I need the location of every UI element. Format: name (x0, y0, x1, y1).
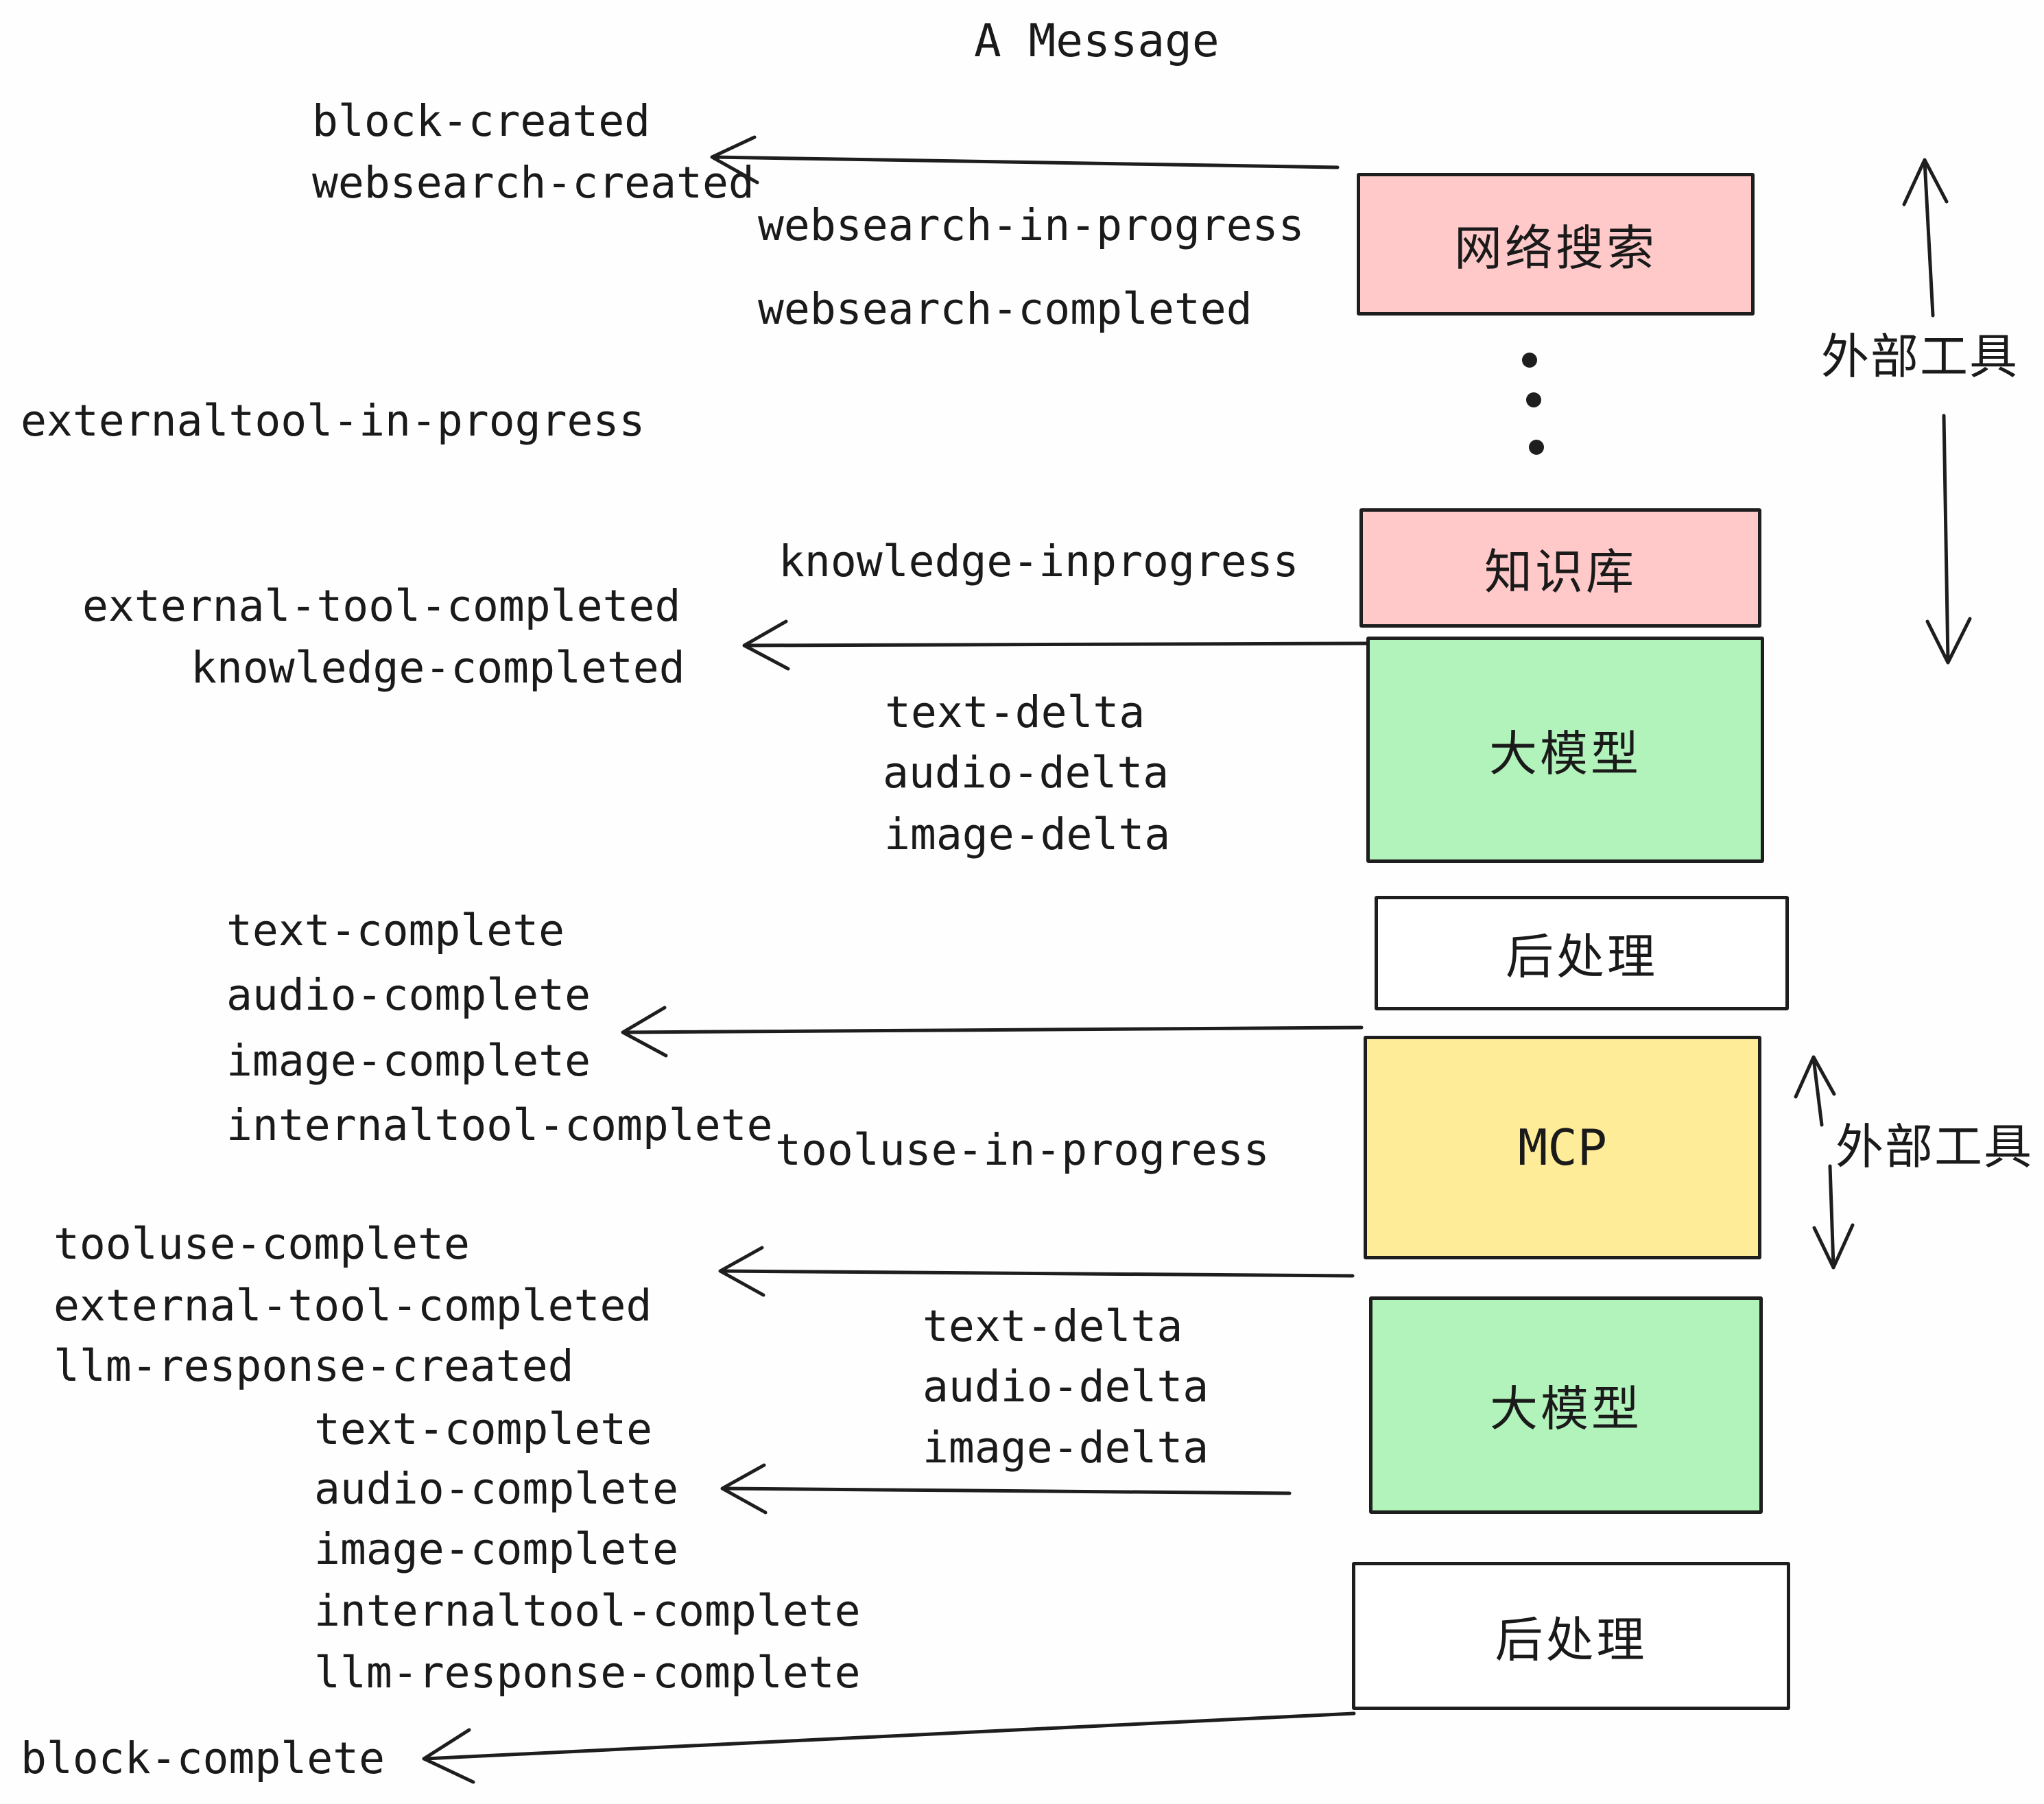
event-label-websearch-completed: websearch-completed (758, 284, 1252, 334)
event-label-internaltool-complete-2: internaltool-complete (314, 1586, 861, 1636)
event-label-tooluse-complete: tooluse-complete (54, 1219, 470, 1269)
event-label-text-delta-2: text-delta (923, 1301, 1183, 1351)
box-postprocess-1: 后处理 (1375, 896, 1789, 1010)
box-llm-2: 大模型 (1369, 1296, 1763, 1514)
event-label-external-tool-completed-2: external-tool-completed (54, 1281, 652, 1331)
box-mcp-label: MCP (1517, 1119, 1608, 1176)
event-label-image-delta-2: image-delta (923, 1423, 1209, 1473)
box-knowledge-label: 知识库 (1484, 545, 1637, 599)
event-label-websearch-created: websearch-created (312, 158, 754, 208)
box-llm-1: 大模型 (1366, 637, 1764, 863)
event-label-externaltool-in-progress: externaltool-in-progress (21, 396, 645, 446)
box-knowledge: 知识库 (1359, 508, 1761, 628)
event-label-block-complete: block-complete (21, 1733, 385, 1783)
event-label-llm-response-created: llm-response-created (54, 1341, 574, 1391)
event-label-text-complete-2: text-complete (314, 1404, 653, 1454)
event-label-block-created: block-created (312, 96, 651, 146)
arrow-external-tools-top-down (1925, 414, 1972, 665)
ellipsis-dots (1522, 353, 1544, 455)
event-label-external-tool-completed-1: external-tool-completed (82, 581, 681, 631)
event-label-audio-complete-1: audio-complete (226, 970, 591, 1020)
event-label-knowledge-inprogress: knowledge-inprogress (779, 536, 1299, 586)
box-llm-1-label: 大模型 (1489, 726, 1641, 781)
arrow-external-tools-mid-down (1812, 1164, 1855, 1270)
event-label-audio-delta-2: audio-delta (923, 1362, 1209, 1412)
arrow-to-tooluse-complete (718, 1246, 1355, 1297)
arrow-to-block-complete (422, 1711, 1356, 1784)
side-label-external-tools-mid: 外部工具 (1835, 1120, 2033, 1174)
event-label-websearch-in-progress: websearch-in-progress (758, 200, 1305, 250)
box-postprocess-2-label: 后处理 (1495, 1613, 1648, 1667)
event-label-internaltool-complete-1: internaltool-complete (226, 1100, 773, 1150)
box-websearch: 网络搜索 (1357, 173, 1755, 316)
arrow-to-block-created (710, 135, 1340, 185)
event-label-text-complete-1: text-complete (226, 905, 565, 956)
box-mcp: MCP (1364, 1036, 1761, 1259)
box-llm-2-label: 大模型 (1490, 1382, 1642, 1436)
event-label-llm-response-complete: llm-response-complete (314, 1648, 861, 1698)
diagram-title: A Message (974, 14, 1220, 67)
event-label-tooluse-in-progress: tooluse-in-progress (775, 1125, 1270, 1175)
arrow-to-knowledge-completed (742, 619, 1368, 671)
box-postprocess-2: 后处理 (1352, 1562, 1790, 1710)
arrow-external-tools-top-up (1902, 158, 1949, 318)
event-label-text-delta-1: text-delta (885, 687, 1145, 737)
event-label-audio-delta-1: audio-delta (883, 748, 1169, 798)
side-label-external-tools-top: 外部工具 (1821, 330, 2019, 383)
box-websearch-label: 网络搜索 (1454, 221, 1657, 275)
arrow-external-tools-mid-up (1794, 1055, 1836, 1127)
box-postprocess-1-label: 后处理 (1506, 930, 1658, 984)
event-label-image-complete-2: image-complete (314, 1524, 679, 1574)
event-label-audio-complete-2: audio-complete (314, 1464, 679, 1514)
event-label-knowledge-completed: knowledge-completed (191, 643, 685, 693)
event-label-image-complete-1: image-complete (226, 1036, 591, 1086)
event-label-image-delta-1: image-delta (884, 809, 1171, 859)
arrow-to-image-complete (621, 1006, 1364, 1058)
